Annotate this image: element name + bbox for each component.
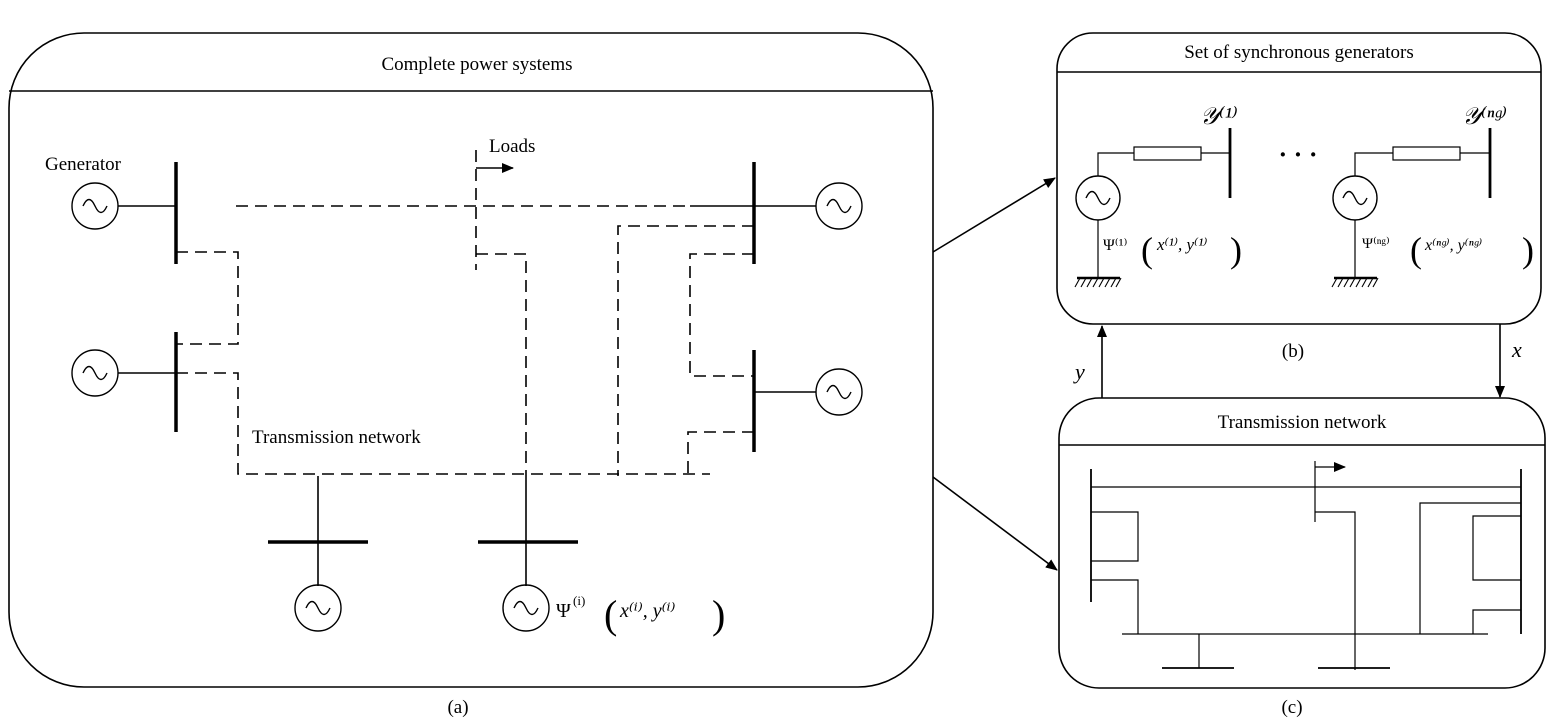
loads: Loads <box>476 136 535 173</box>
generator-4-symbol <box>815 368 863 416</box>
generator-3-symbol <box>815 182 863 230</box>
network-schematic <box>1090 461 1522 670</box>
svg-text:(i): (i) <box>573 593 585 608</box>
sine-icon <box>1342 190 1368 206</box>
arrow-to-generators <box>932 177 1056 253</box>
panel-a-caption: (a) <box>447 697 468 718</box>
panel-b-frame <box>1056 32 1542 325</box>
svg-text:Ψ⁽ⁿᵍ⁾: Ψ⁽ⁿᵍ⁾ <box>1362 235 1390 252</box>
ellipsis: · · · <box>1278 140 1317 169</box>
svg-text:): ) <box>1522 230 1534 270</box>
transmission-lines <box>176 150 754 478</box>
generator-6 <box>478 476 578 632</box>
x-label: x <box>1511 337 1522 362</box>
panel-c-title: Transmission network <box>1218 412 1387 433</box>
generator-6-symbol <box>502 584 550 632</box>
sine-icon <box>1085 190 1111 206</box>
panel-b-caption: (b) <box>1282 341 1304 362</box>
panel-a-title: Complete power systems <box>381 54 572 75</box>
panel-c-frame <box>1058 397 1546 689</box>
generator-2 <box>71 332 178 432</box>
sine-icon <box>513 600 539 616</box>
svg-text:): ) <box>712 592 725 637</box>
generator-label: Generator <box>45 154 122 175</box>
sine-icon <box>826 198 852 214</box>
svg-text:): ) <box>1230 230 1242 270</box>
sync-generator-1: 𝒴⁽¹⁾ Ψ⁽¹⁾ ( x⁽¹⁾, y⁽¹⁾ ) <box>1074 104 1242 288</box>
sine-icon <box>826 384 852 400</box>
panel-b-title: Set of synchronous generators <box>1184 42 1414 63</box>
arrow-to-network <box>932 476 1058 571</box>
panel-c-caption: (c) <box>1281 697 1302 718</box>
loads-label: Loads <box>489 136 535 157</box>
generator-1 <box>71 162 178 264</box>
network-label: Transmission network <box>252 427 421 448</box>
svg-text:(: ( <box>1141 230 1153 270</box>
generator-5-symbol <box>294 584 342 632</box>
svg-text:Ψ⁽¹⁾: Ψ⁽¹⁾ <box>1103 237 1128 254</box>
svg-text:x⁽¹⁾, y⁽¹⁾: x⁽¹⁾, y⁽¹⁾ <box>1156 235 1208 254</box>
sine-icon <box>82 198 108 214</box>
psi-1-label: Ψ⁽¹⁾ ( x⁽¹⁾, y⁽¹⁾ ) <box>1103 230 1242 270</box>
panel-a: Complete power systems Generator <box>8 32 934 718</box>
svg-text:(: ( <box>1410 230 1422 270</box>
panel-a-frame <box>8 32 934 688</box>
impedance-1 <box>1133 146 1202 161</box>
generator-5 <box>268 476 368 632</box>
sync-generator-ng: 𝒴⁽ⁿᵍ⁾ Ψ⁽ⁿᵍ⁾ ( x⁽ⁿᵍ⁾, y⁽ⁿᵍ⁾ ) <box>1331 104 1534 288</box>
svg-text:x⁽ⁿᵍ⁾, y⁽ⁿᵍ⁾: x⁽ⁿᵍ⁾, y⁽ⁿᵍ⁾ <box>1424 237 1482 254</box>
psi-i-label: Ψ (i) ( x⁽ⁱ⁾, y⁽ⁱ⁾ ) <box>556 592 725 637</box>
panel-c: Transmission network (c) <box>1058 397 1546 718</box>
svg-text:Ψ: Ψ <box>556 600 571 622</box>
y1-label: 𝒴⁽¹⁾ <box>1200 104 1238 130</box>
svg-text:(: ( <box>604 592 617 637</box>
panel-b: Set of synchronous generators 𝒴⁽¹⁾ Ψ⁽¹⁾ … <box>1056 32 1542 362</box>
sine-icon <box>305 600 331 616</box>
sine-icon <box>82 365 108 381</box>
generator-3 <box>690 162 863 264</box>
y-label: y <box>1073 359 1085 384</box>
psi-ng-label: Ψ⁽ⁿᵍ⁾ ( x⁽ⁿᵍ⁾, y⁽ⁿᵍ⁾ ) <box>1362 230 1534 270</box>
svg-text:x⁽ⁱ⁾, y⁽ⁱ⁾: x⁽ⁱ⁾, y⁽ⁱ⁾ <box>619 600 676 622</box>
generator-4 <box>752 350 863 452</box>
impedance-ng <box>1392 146 1461 161</box>
yng-label: 𝒴⁽ⁿᵍ⁾ <box>1462 104 1507 130</box>
